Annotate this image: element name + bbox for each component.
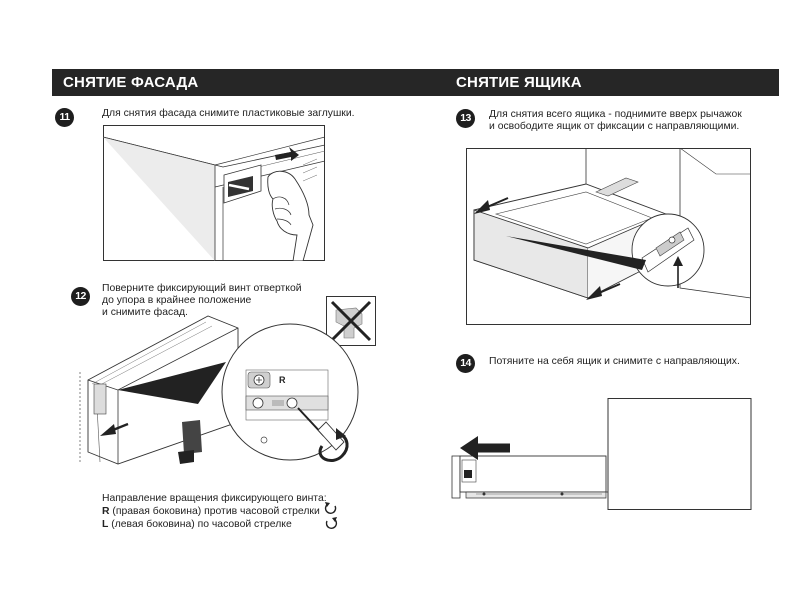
- cross-icon: [326, 296, 376, 346]
- step-12-badge: 12: [71, 287, 90, 306]
- detail-label-r: R: [279, 375, 286, 385]
- step-13-badge: 13: [456, 109, 475, 128]
- step-11-text: Для снятия фасада снимите пластиковые за…: [102, 108, 355, 119]
- rotation-note-title: Направление вращения фиксирующего винта:: [102, 493, 327, 504]
- figure-drawer-screw: R: [78, 312, 368, 472]
- section-title-facade: СНЯТИЕ ФАСАДА: [63, 74, 199, 91]
- rotation-note-r-text: (правая боковина) против часовой стрелки: [109, 506, 320, 517]
- rotation-note-r-letter: R: [102, 506, 110, 517]
- step-14-badge: 14: [456, 354, 475, 373]
- figure-drawer-lever: [466, 148, 751, 325]
- step-13-text: Для снятия всего ящика - поднимите вверх…: [489, 109, 742, 132]
- rotation-note-r: R (правая боковина) против часовой стрел…: [102, 505, 320, 518]
- step-14-text: Потяните на себя ящик и снимите с направ…: [489, 356, 740, 367]
- rotation-note-l-letter: L: [102, 519, 109, 530]
- section-title-drawer: СНЯТИЕ ЯЩИКА: [456, 74, 582, 91]
- rotate-cw-icon: [323, 515, 339, 536]
- section-header-bar: СНЯТИЕ ФАСАДА СНЯТИЕ ЯЩИКА: [52, 69, 779, 96]
- rotation-note-l: L (левая боковина) по часовой стрелке: [102, 518, 292, 531]
- step-11-badge: 11: [55, 108, 74, 127]
- rotate-ccw-icon: [323, 500, 339, 521]
- step-12-text: Поверните фиксирующий винт отверткой до …: [102, 283, 302, 318]
- figure-facade-plugs: [103, 125, 325, 261]
- figure-drawer-side: [446, 398, 752, 512]
- forbidden-screwdriver-icon: [326, 296, 376, 346]
- rotation-note-l-text: (левая боковина) по часовой стрелке: [108, 519, 292, 530]
